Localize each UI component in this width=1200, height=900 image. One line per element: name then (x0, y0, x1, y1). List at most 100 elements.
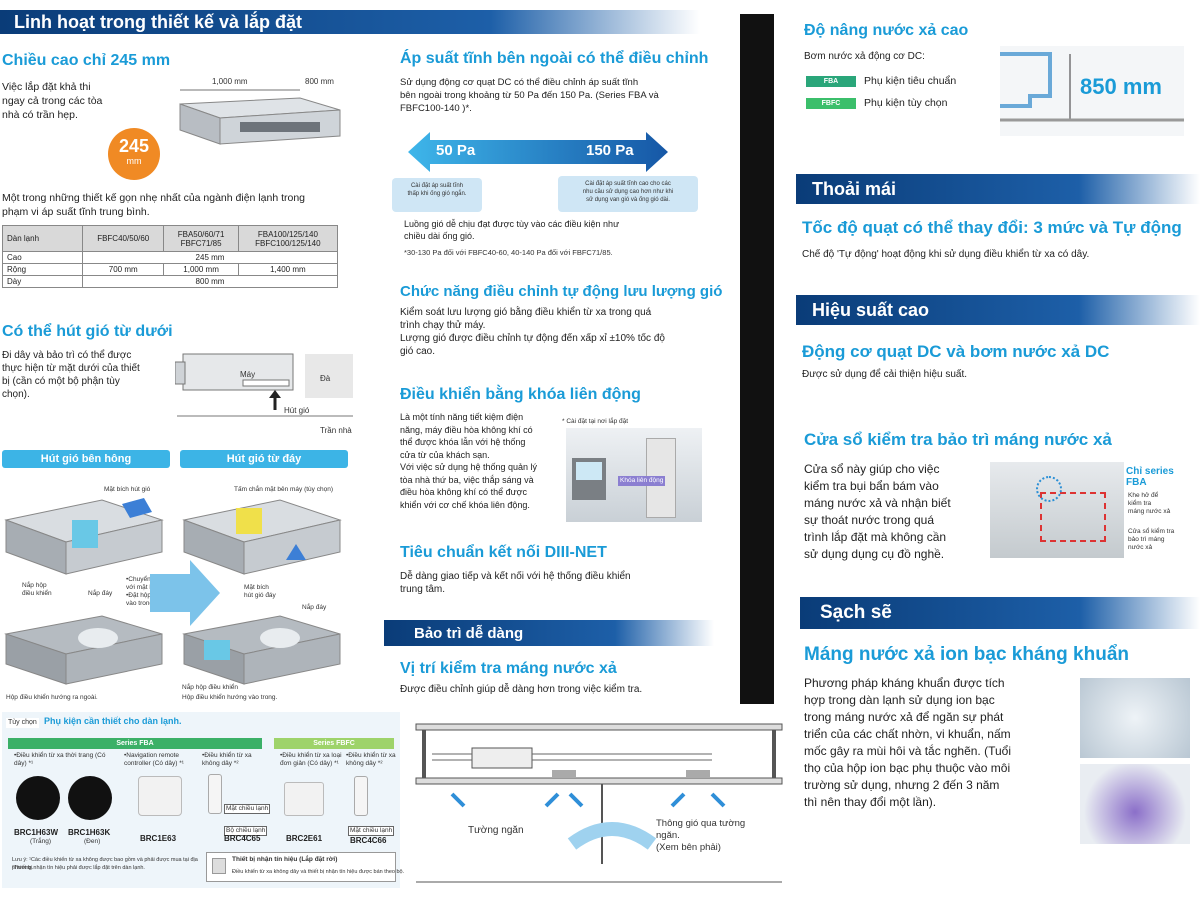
maintenance-title: Vị trí kiểm tra máng nước xả (400, 660, 617, 677)
airflow-title: Chức năng điều chỉnh tự động lưu lượng g… (400, 283, 723, 300)
pa-high-label: 150 Pa (586, 142, 634, 159)
remote-nav-image (138, 776, 182, 816)
label-hut-gio: Hút gió (284, 406, 310, 415)
acc-model-3: BRC1E63 (140, 834, 177, 843)
acc-mat-chieu-2: Mặt chiều lạnh (348, 826, 395, 836)
table-header: Dàn lạnh (2, 225, 83, 252)
window-lbl-khe: Khe hở để kiểm tra máng nước xả (1128, 492, 1171, 515)
table-header: FBA100/125/140 FBFC100/125/140 (237, 225, 339, 252)
acc-note-2: ²Thiết bị nhận tín hiệu phải được lắp đặ… (12, 865, 145, 871)
acc-desc-6: •Điều khiển từ xa không dây *² (346, 752, 396, 767)
label-thong-gio: Thông gió qua tường ngăn. (Xem bên phải) (656, 818, 746, 853)
interlock-image (566, 428, 702, 522)
acc-desc-4: •Điều khiển từ xa không dây *² (202, 752, 252, 767)
label-nap-hop-2: Nắp hộp điều khiển (182, 684, 239, 691)
column-divider (740, 14, 774, 704)
interlock-img-note: * Cài đặt tại nơi lắp đặt (562, 418, 629, 425)
acc-desc-1: •Điều khiển từ xa thời trang (Có dây) *¹ (14, 752, 106, 767)
label-hop-vao-trong: Hộp điều khiển hướng vào trong. (182, 694, 278, 701)
header-band: Linh hoạt trong thiết kế và lắp đặt (0, 10, 700, 34)
table-row: Rộng 700 mm 1,000 mm 1,400 mm (2, 263, 339, 276)
tag-fbfc: FBFC (806, 98, 856, 109)
interlock-key-label: Khóa liên động (618, 476, 666, 486)
acc-desc-5: •Điều khiển từ xa loại đơn giản (Có dây)… (280, 752, 342, 767)
acc-model-6: BRC4C66 (350, 836, 387, 845)
tuy-chon-label: Tùy chọn (6, 718, 39, 728)
efficiency-band: Hiệu suất cao (796, 295, 1200, 325)
unit-bottom-top (182, 499, 342, 575)
window-image (990, 462, 1124, 558)
height-note: Một trong những thiết kế gọn nhẹ nhất củ… (2, 192, 306, 218)
silver-ion-image-1 (1080, 678, 1190, 758)
spec-table: Dàn lạnh FBFC40/50/60 FBA50/60/71 FBFC71… (2, 225, 339, 288)
interlock-title: Điều khiển bằng khóa liên động (400, 386, 641, 403)
comfort-body: Chế độ 'Tự động' hoạt động khi sử dụng đ… (802, 249, 1090, 260)
label-tuong-ngan: Tường ngăn (468, 825, 524, 836)
lift-std: Phụ kiện tiêu chuẩn (864, 75, 957, 87)
badge-number: 245 (118, 136, 150, 156)
pressure-footnote: *30-130 Pa đối với FBFC40-60, 40-140 Pa … (404, 248, 613, 257)
efficiency-body: Được sử dụng để cải thiện hiệu suất. (802, 369, 968, 380)
pa-low-label: 50 Pa (436, 142, 476, 159)
comfort-title: Tốc độ quạt có thể thay đổi: 3 mức và Tự… (802, 218, 1182, 237)
label-mat-bich-day: Mặt bích hút gió đáy (244, 584, 276, 599)
receiver-box (206, 852, 396, 882)
pressure-box-low: Cài đặt áp suất tĩnh thấp khi ống gió ng… (392, 178, 482, 212)
unit-side-top (4, 498, 164, 575)
suction-title: Có thể hút gió từ dưới (2, 323, 173, 340)
pill-bottom-suction: Hút gió từ đáy (180, 450, 348, 468)
maintenance-band: Bảo trì dễ dàng (384, 620, 714, 646)
remote-wireless-image (208, 774, 222, 814)
lift-diagram (1000, 46, 1184, 136)
table-header: FBFC40/50/60 (81, 225, 165, 252)
pressure-arrow (408, 132, 668, 172)
pressure-body: Sử dụng động cơ quạt DC có thể điều chỉn… (400, 77, 659, 114)
acc-model-4: BRC4C65 (224, 834, 261, 843)
label-nap-hop: Nắp hộp điều khiển (22, 582, 52, 597)
receiver-title: Thiết bị nhận tín hiệu (Lắp đặt rời) (232, 856, 338, 863)
series-fba-tag: Series FBA (8, 738, 262, 749)
acc-bo-chieu: Bộ chiều lạnh (224, 826, 268, 836)
acc-desc-3: •Navigation remote controller (Có dây) *… (124, 752, 184, 767)
blue-arrow (150, 560, 220, 626)
pressure-note: Luồng gió dễ chịu đạt được tùy vào các đ… (404, 219, 620, 241)
receiver-image (212, 858, 226, 874)
clean-band: Sạch sẽ (800, 597, 1200, 629)
efficiency-title: Động cơ quạt DC và bơm nước xả DC (802, 342, 1110, 361)
remote-black-image (68, 776, 112, 820)
comfort-band: Thoải mái (796, 174, 1200, 204)
unit-bottom-bottom (182, 615, 341, 685)
maintenance-body: Được điều chỉnh giúp dễ dàng hơn trong v… (400, 684, 643, 695)
receiver-body: Điều khiển từ xa không dây và thiết bị n… (232, 869, 405, 875)
lift-height: 850 mm (1080, 74, 1162, 99)
clean-title: Máng nước xả ion bạc kháng khuẩn (804, 644, 1129, 665)
table-row: Dày 800 mm (2, 275, 338, 288)
acc-note-1: Lưu ý: ¹Các điều khiển từ xa không được … (12, 857, 198, 871)
acc-sub-1: (Trắng) (30, 838, 52, 845)
remote-white-image (16, 776, 60, 820)
acc-sub-2: (Đen) (84, 838, 101, 845)
remote-wireless-2-image (354, 776, 368, 816)
window-lbl-cua: Cửa sổ kiểm tra bảo trì máng nước xả (1128, 528, 1175, 551)
tag-fba: FBA (806, 76, 856, 87)
diii-title: Tiêu chuẩn kết nối DIII-NET (400, 544, 607, 561)
airflow-body: Kiểm soát lưu lượng gió bằng điều khiển … (400, 307, 665, 357)
label-may: Máy (240, 370, 256, 379)
silver-ion-image-2 (1080, 764, 1190, 844)
window-title: Cửa sổ kiểm tra bảo trì máng nước xả (804, 430, 1112, 449)
table-row: Cao 245 mm (2, 251, 338, 264)
height-title: Chiều cao chỉ 245 mm (2, 52, 171, 69)
header-title: Linh hoạt trong thiết kế và lắp đặt (14, 11, 303, 32)
ceiling-diagram (415, 723, 783, 883)
lift-title: Độ nâng nước xả cao (804, 22, 969, 39)
diii-body: Dễ dàng giao tiếp và kết nối với hệ thốn… (400, 571, 631, 595)
badge-unit: mm (126, 156, 142, 166)
pill-side-suction: Hút gió bên hông (2, 450, 170, 468)
label-mat-bich: Mặt bích hút gió (104, 486, 151, 493)
label-tam-chan: Tấm chắn mặt bên máy (tùy chọn) (234, 486, 333, 493)
